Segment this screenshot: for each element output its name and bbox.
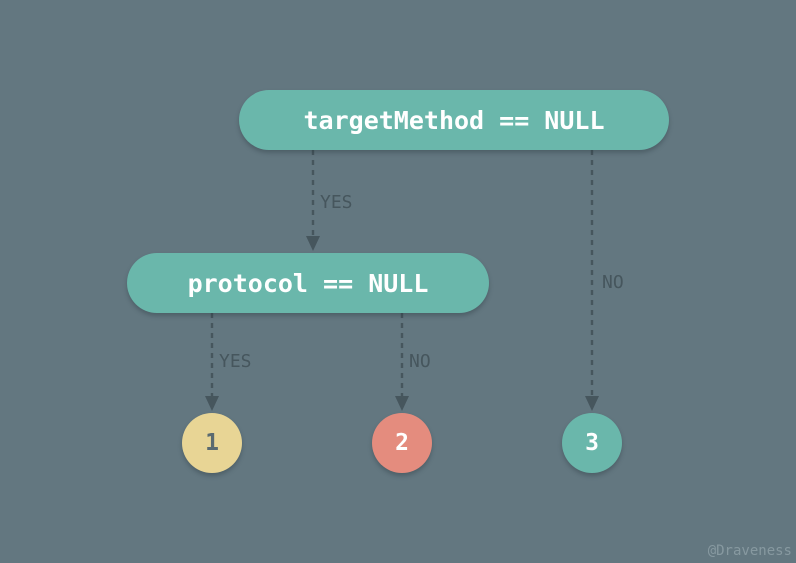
node-outcome-1-label: 1 — [205, 430, 219, 456]
node-outcome-1: 1 — [182, 413, 242, 473]
node-target-method-check-label: targetMethod == NULL — [303, 105, 605, 135]
arrowhead-protocol-to-outcome-2 — [395, 396, 409, 411]
arrowhead-target-to-outcome-3 — [585, 396, 599, 411]
edge-label-target-no: NO — [602, 272, 624, 293]
node-outcome-2: 2 — [372, 413, 432, 473]
node-outcome-3-label: 3 — [585, 430, 599, 456]
edge-label-protocol-yes: YES — [219, 351, 252, 372]
arrowhead-protocol-to-outcome-1 — [205, 396, 219, 411]
node-outcome-3: 3 — [562, 413, 622, 473]
watermark: @Draveness — [707, 543, 792, 559]
node-target-method-check: targetMethod == NULL — [239, 90, 669, 150]
node-protocol-check: protocol == NULL — [127, 253, 489, 313]
edge-label-target-yes: YES — [320, 192, 353, 213]
arrowhead-target-to-protocol — [306, 236, 320, 251]
edge-label-protocol-no: NO — [409, 351, 431, 372]
node-outcome-2-label: 2 — [395, 430, 409, 456]
node-protocol-check-label: protocol == NULL — [187, 268, 429, 298]
